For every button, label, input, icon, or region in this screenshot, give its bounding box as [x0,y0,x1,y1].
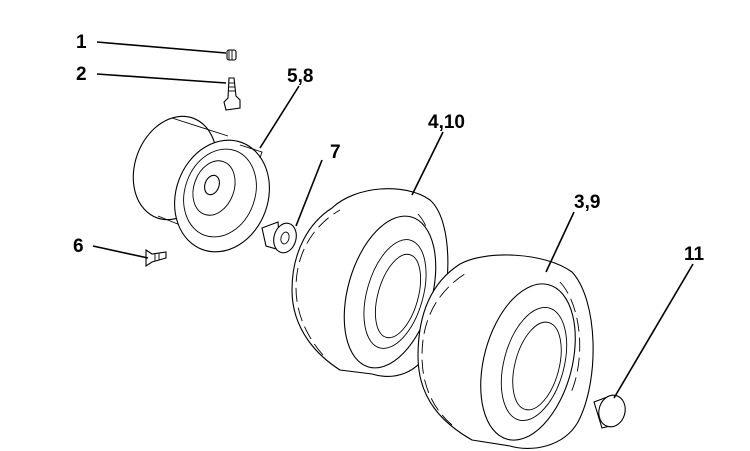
tire-rear [417,254,594,449]
callout-5-8: 5,8 [287,66,313,87]
callout-11: 11 [684,244,705,265]
valve-stem [223,77,241,111]
wheel-rim [132,115,270,253]
callout-7: 7 [330,142,341,163]
valve-cap [226,49,237,61]
leader-lines [92,41,694,399]
callout-3-9: 3,9 [574,192,600,213]
callout-1: 1 [76,32,87,53]
tire-front [291,188,449,377]
wheel-bushing [261,221,297,254]
hub-cap [593,394,626,429]
callout-6: 6 [73,236,84,257]
callout-4-10: 4,10 [428,112,465,133]
rim-bolt [145,248,167,268]
callout-2: 2 [76,64,87,85]
